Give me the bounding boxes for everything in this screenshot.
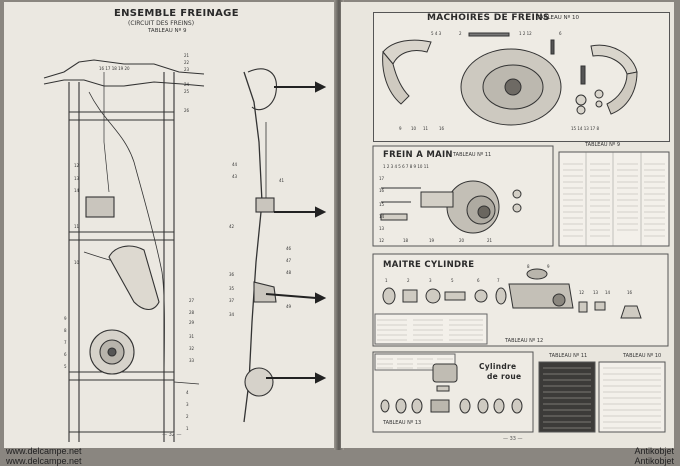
svg-text:29: 29 <box>189 320 195 325</box>
svg-text:41: 41 <box>279 178 285 183</box>
svg-text:16 17 18 19 20: 16 17 18 19 20 <box>99 66 130 71</box>
book-spine-shadow <box>334 0 344 450</box>
svg-text:11: 11 <box>423 126 429 131</box>
tableau-label: TABLEAU Nº 9 <box>148 28 187 34</box>
svg-text:18: 18 <box>403 238 409 243</box>
tableau9-label: TABLEAU Nº 9 <box>585 142 620 148</box>
svg-text:20: 20 <box>459 238 465 243</box>
svg-text:47: 47 <box>286 258 292 263</box>
svg-text:16: 16 <box>627 290 633 295</box>
svg-text:10: 10 <box>74 260 80 265</box>
svg-text:22: 22 <box>184 60 190 65</box>
svg-text:35: 35 <box>229 286 235 291</box>
svg-text:13: 13 <box>379 226 385 231</box>
svg-text:3: 3 <box>429 278 432 283</box>
svg-text:33: 33 <box>189 358 195 363</box>
page-title-ensemble-freinage: ENSEMBLE FREINAGE <box>114 8 239 19</box>
svg-text:2: 2 <box>186 414 189 419</box>
svg-text:19: 19 <box>429 238 435 243</box>
svg-text:48: 48 <box>286 270 292 275</box>
svg-text:12: 12 <box>74 163 80 168</box>
svg-text:27: 27 <box>189 298 195 303</box>
svg-text:16: 16 <box>439 126 445 131</box>
svg-text:15 14 13 17 8: 15 14 13 17 8 <box>571 126 599 131</box>
cylindre-roue-tableau: TABLEAU Nº 13 <box>383 420 422 426</box>
svg-text:7: 7 <box>497 278 500 283</box>
svg-text:23: 23 <box>184 67 190 72</box>
svg-text:17: 17 <box>379 176 385 181</box>
svg-text:5: 5 <box>451 278 454 283</box>
svg-text:4: 4 <box>186 390 189 395</box>
svg-text:9: 9 <box>547 264 550 269</box>
watermark-left-2: www.delcampe.net <box>6 456 82 466</box>
right-page-number: — 33 — <box>503 436 523 442</box>
svg-text:2: 2 <box>459 31 462 36</box>
cylindre-roue-title-line1: Cylindre <box>479 362 517 371</box>
svg-text:7: 7 <box>64 340 67 345</box>
svg-text:16: 16 <box>379 188 385 193</box>
svg-text:44: 44 <box>232 162 238 167</box>
svg-text:6: 6 <box>64 352 67 357</box>
svg-text:26: 26 <box>184 108 190 113</box>
left-page-number: — 32 — <box>162 432 182 438</box>
svg-text:11: 11 <box>74 224 80 229</box>
watermark-left-1: www.delcampe.net <box>6 446 82 456</box>
svg-text:14: 14 <box>74 188 80 193</box>
tableau10-label: TABLEAU Nº 10 <box>623 353 662 359</box>
machoires-tableau: TABLEAU Nº 10 <box>537 15 579 21</box>
svg-text:36: 36 <box>229 272 235 277</box>
svg-text:1 2 12: 1 2 12 <box>519 31 532 36</box>
svg-text:6: 6 <box>477 278 480 283</box>
left-page: ENSEMBLE FREINAGE (CIRCUIT DES FREINS) T… <box>4 2 337 448</box>
page-subtitle: (CIRCUIT DES FREINS) <box>128 20 195 27</box>
svg-text:13: 13 <box>74 176 80 181</box>
svg-text:12: 12 <box>379 238 385 243</box>
cylindre-roue-title-line2: de roue <box>487 372 522 381</box>
svg-text:32: 32 <box>189 346 195 351</box>
svg-text:43: 43 <box>232 174 238 179</box>
svg-text:21: 21 <box>184 53 190 58</box>
svg-text:13: 13 <box>593 290 599 295</box>
svg-text:9: 9 <box>399 126 402 131</box>
svg-text:14: 14 <box>605 290 611 295</box>
svg-text:1: 1 <box>186 426 189 431</box>
machoires-title: MACHOIRES DE FREINS <box>427 13 550 23</box>
svg-text:8: 8 <box>64 328 67 333</box>
svg-text:2: 2 <box>407 278 410 283</box>
frein-main-title: FREIN A MAIN <box>383 150 453 160</box>
maitre-cylindre-tableau: TABLEAU Nº 12 <box>505 338 544 344</box>
svg-text:3: 3 <box>186 402 189 407</box>
watermark-right-2: Antikobjet <box>634 456 674 466</box>
watermark-right-1: Antikobjet <box>634 446 674 456</box>
svg-text:34: 34 <box>229 312 235 317</box>
svg-text:37: 37 <box>229 298 235 303</box>
maitre-cylindre-title: MAITRE CYLINDRE <box>383 260 475 270</box>
svg-text:1: 1 <box>385 278 388 283</box>
frein-main-tableau: TABLEAU Nº 11 <box>453 152 492 158</box>
svg-text:14: 14 <box>379 214 385 219</box>
svg-text:5 4 3: 5 4 3 <box>431 31 442 36</box>
svg-text:28: 28 <box>189 310 195 315</box>
svg-text:15: 15 <box>379 202 385 207</box>
svg-text:5: 5 <box>64 364 67 369</box>
svg-text:9: 9 <box>64 316 67 321</box>
svg-text:6: 6 <box>559 31 562 36</box>
svg-text:12: 12 <box>579 290 585 295</box>
svg-text:24: 24 <box>184 82 190 87</box>
svg-text:1 2 3 4 5 6 7 8 9 10 11: 1 2 3 4 5 6 7 8 9 10 11 <box>383 164 429 169</box>
svg-text:49: 49 <box>286 304 292 309</box>
svg-text:10: 10 <box>411 126 417 131</box>
svg-text:42: 42 <box>229 224 235 229</box>
svg-text:46: 46 <box>286 246 292 251</box>
svg-text:8: 8 <box>527 264 530 269</box>
svg-text:31: 31 <box>189 334 195 339</box>
svg-text:21: 21 <box>487 238 493 243</box>
right-page: MACHOIRES DE FREINS TABLEAU Nº 10 5 4 3 2… <box>341 2 674 448</box>
tableau11-label: TABLEAU Nº 11 <box>549 353 588 359</box>
svg-text:25: 25 <box>184 89 190 94</box>
